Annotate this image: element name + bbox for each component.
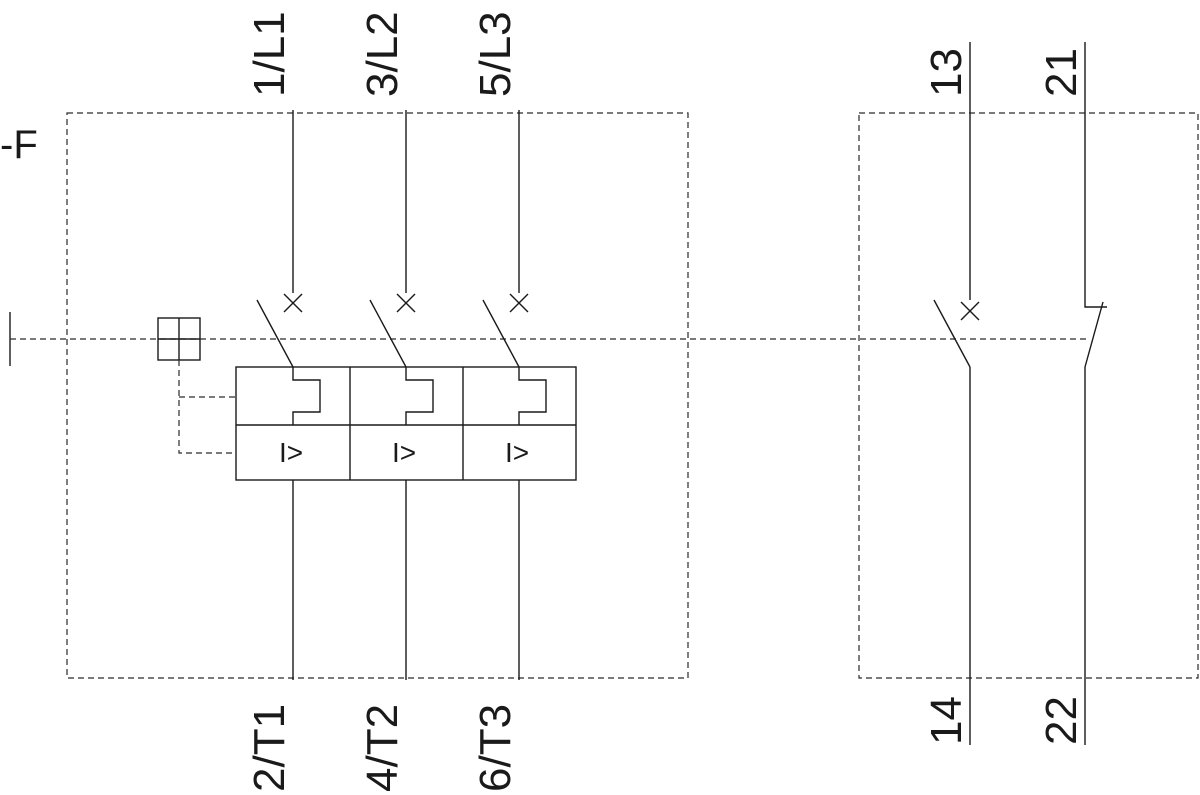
lock-box-icon: [157, 317, 201, 361]
switch-blade: [1084, 301, 1104, 368]
trip-linkage-lower: [178, 360, 236, 454]
contact-cross-icon: [960, 301, 980, 321]
thermal-element-icon: [292, 367, 321, 425]
release-symbol-1: I>: [279, 437, 303, 468]
aux-unit-enclosure: [858, 112, 1199, 679]
main-pole-3: [482, 110, 547, 680]
contact-cross-icon: [396, 293, 416, 313]
terminal-label-2-t1: 2/T1: [245, 704, 294, 792]
switch-blade: [256, 299, 294, 368]
switch-blade: [933, 299, 971, 368]
thermal-element-icon: [518, 367, 547, 425]
terminal-label-6-t3: 6/T3: [471, 704, 520, 792]
terminal-label-4-t2: 4/T2: [358, 704, 407, 792]
thermal-element-icon: [405, 367, 434, 425]
terminal-label-14: 14: [922, 696, 971, 745]
device-designation: -F: [0, 123, 38, 167]
contact-cross-icon: [509, 293, 529, 313]
terminal-label-1-l1: 1/L1: [245, 11, 294, 97]
terminal-label-5-l3: 5/L3: [471, 11, 520, 97]
switch-blade: [482, 299, 520, 368]
release-symbol-2: I>: [392, 437, 416, 468]
main-pole-2: [369, 110, 434, 680]
terminal-label-13: 13: [922, 48, 971, 97]
contact-cross-icon: [283, 293, 303, 313]
aux-no-contact: [933, 42, 980, 745]
main-pole-1: [256, 110, 321, 680]
terminal-label-21: 21: [1037, 48, 1086, 97]
aux-nc-contact: [1084, 42, 1107, 745]
switch-blade: [369, 299, 407, 368]
main-unit-enclosure: [66, 112, 689, 679]
release-symbol-3: I>: [505, 437, 529, 468]
terminal-label-3-l2: 3/L2: [358, 11, 407, 97]
nc-contact-upper: [1084, 42, 1107, 308]
terminal-label-22: 22: [1037, 696, 1086, 745]
